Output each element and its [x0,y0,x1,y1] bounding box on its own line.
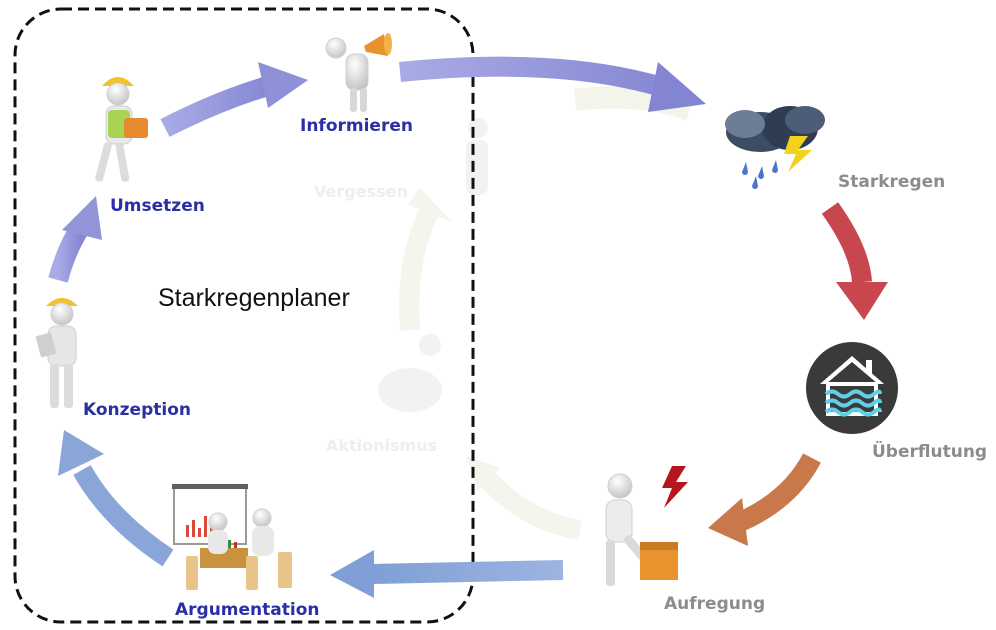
faded-arrow-left [399,205,440,331]
arrow-aufregung-to-argumentation [330,550,564,598]
worker-clipboard-icon [35,298,78,408]
angry-person-kicking-box-icon [605,466,688,586]
step-label-argumentation: Argumentation [175,600,320,620]
megaphone-person-icon [325,33,392,112]
faded-label-vergessen: Vergessen [314,182,408,201]
arrow-konzeption-to-umsetzen [48,196,102,283]
event-label-starkregen: Starkregen [838,172,946,192]
faded-arrow-left-head [408,188,452,222]
faded-worker-icon [378,334,442,412]
faded-cycle [378,86,694,540]
step-label-informieren: Informieren [300,116,413,136]
storm-cloud-icon [725,106,825,189]
arrow-informieren-to-starkregen [399,56,706,112]
faded-arrow-bottom [472,463,582,540]
arrow-ueberflutung-to-aufregung [708,453,821,546]
meeting-presentation-icon [172,484,292,590]
arrow-starkregen-to-ueberflutung [821,202,888,320]
worker-carrying-box-icon [95,77,148,182]
flooded-house-icon [806,342,898,434]
arrow-umsetzen-to-informieren [160,62,308,137]
diagram-title: Starkregenplaner [158,284,350,312]
planner-dashed-frame [13,7,475,624]
step-label-umsetzen: Umsetzen [110,196,205,216]
faded-person-icon [466,118,488,195]
event-label-ueberflutung: Überflutung [872,442,988,462]
faded-arrow-bottom-head [466,456,500,490]
step-label-konzeption: Konzeption [83,400,191,420]
event-label-aufregung: Aufregung [664,594,766,614]
faded-label-aktionismus: Aktionismus [326,436,438,455]
arrow-argumentation-to-konzeption [58,430,174,567]
